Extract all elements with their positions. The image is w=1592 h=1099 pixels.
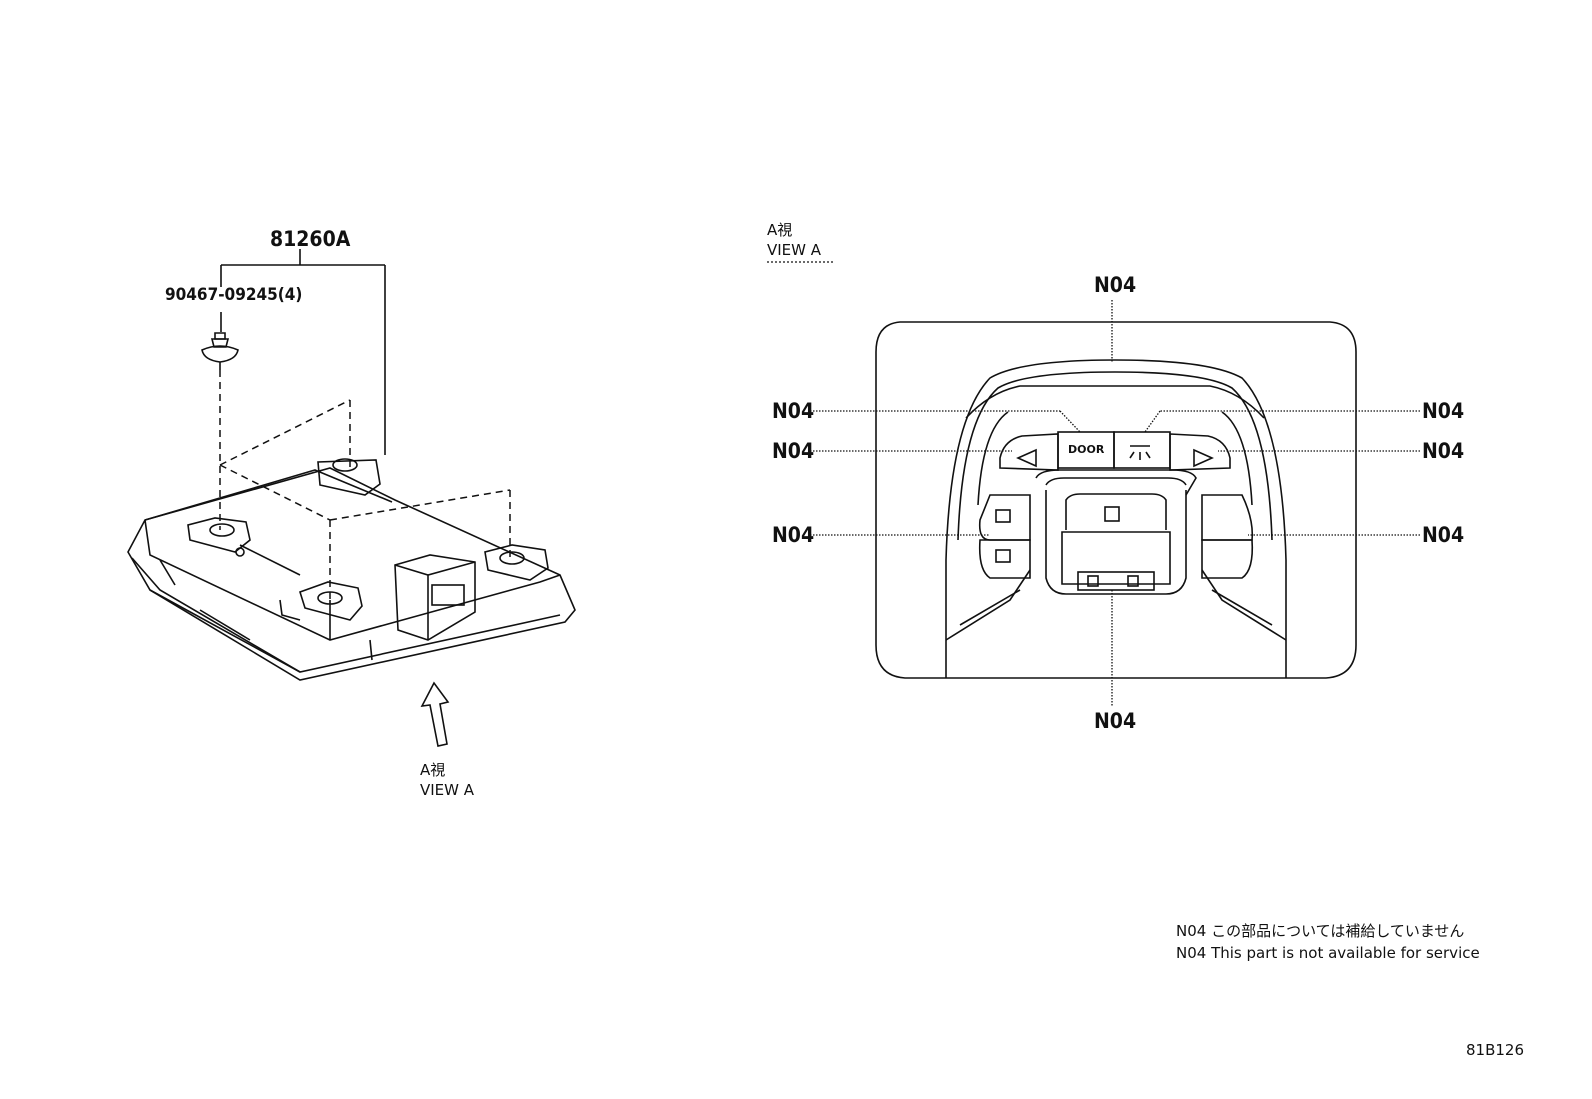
- view-a-label-left-jp: A視: [420, 761, 446, 779]
- console-outline-view-a: [875, 321, 1357, 679]
- door-button-label: DOOR: [1068, 443, 1105, 456]
- callout-n04-mid-left: N04: [772, 439, 815, 463]
- fastener-part-number: 90467-09245(4): [165, 285, 303, 305]
- service-note-en: N04 This part is not available for servi…: [1176, 943, 1480, 962]
- view-a-title: A視 VIEW A: [767, 220, 821, 261]
- center-lamp-module: [1035, 469, 1197, 595]
- callout-n04-lower-left: N04: [772, 523, 815, 547]
- assembly-part-number: 81260A: [270, 227, 351, 251]
- view-a-label-left-en: VIEW A: [420, 781, 475, 800]
- view-a-arrow-icon: [420, 681, 450, 747]
- side-switch-panels: [978, 494, 1254, 579]
- callout-n04-lower-right: N04: [1422, 523, 1465, 547]
- view-a-label-left: A視 VIEW A: [420, 760, 474, 801]
- assembly-leader-lines: [220, 249, 386, 455]
- callout-n04-mid-right: N04: [1422, 439, 1465, 463]
- dashed-install-lines: [219, 370, 511, 600]
- callout-n04-upper-right: N04: [1422, 399, 1465, 423]
- overhead-console-body: [127, 458, 576, 681]
- service-note: N04 この部品については補給していません N04 This part is n…: [1176, 921, 1480, 965]
- figure-code: 81B126: [1466, 1041, 1525, 1059]
- view-a-title-jp: A視: [767, 221, 793, 239]
- n04-leader-lines: [810, 300, 1420, 706]
- callout-n04-top: N04: [1094, 273, 1137, 297]
- clip-fastener-icon: [201, 332, 239, 370]
- view-a-title-en: VIEW A: [767, 241, 822, 260]
- callout-n04-bottom: N04: [1094, 709, 1137, 733]
- callout-n04-upper-left: N04: [772, 399, 815, 423]
- service-note-jp: N04 この部品については補給していません: [1176, 922, 1465, 940]
- button-row-top: [999, 431, 1231, 471]
